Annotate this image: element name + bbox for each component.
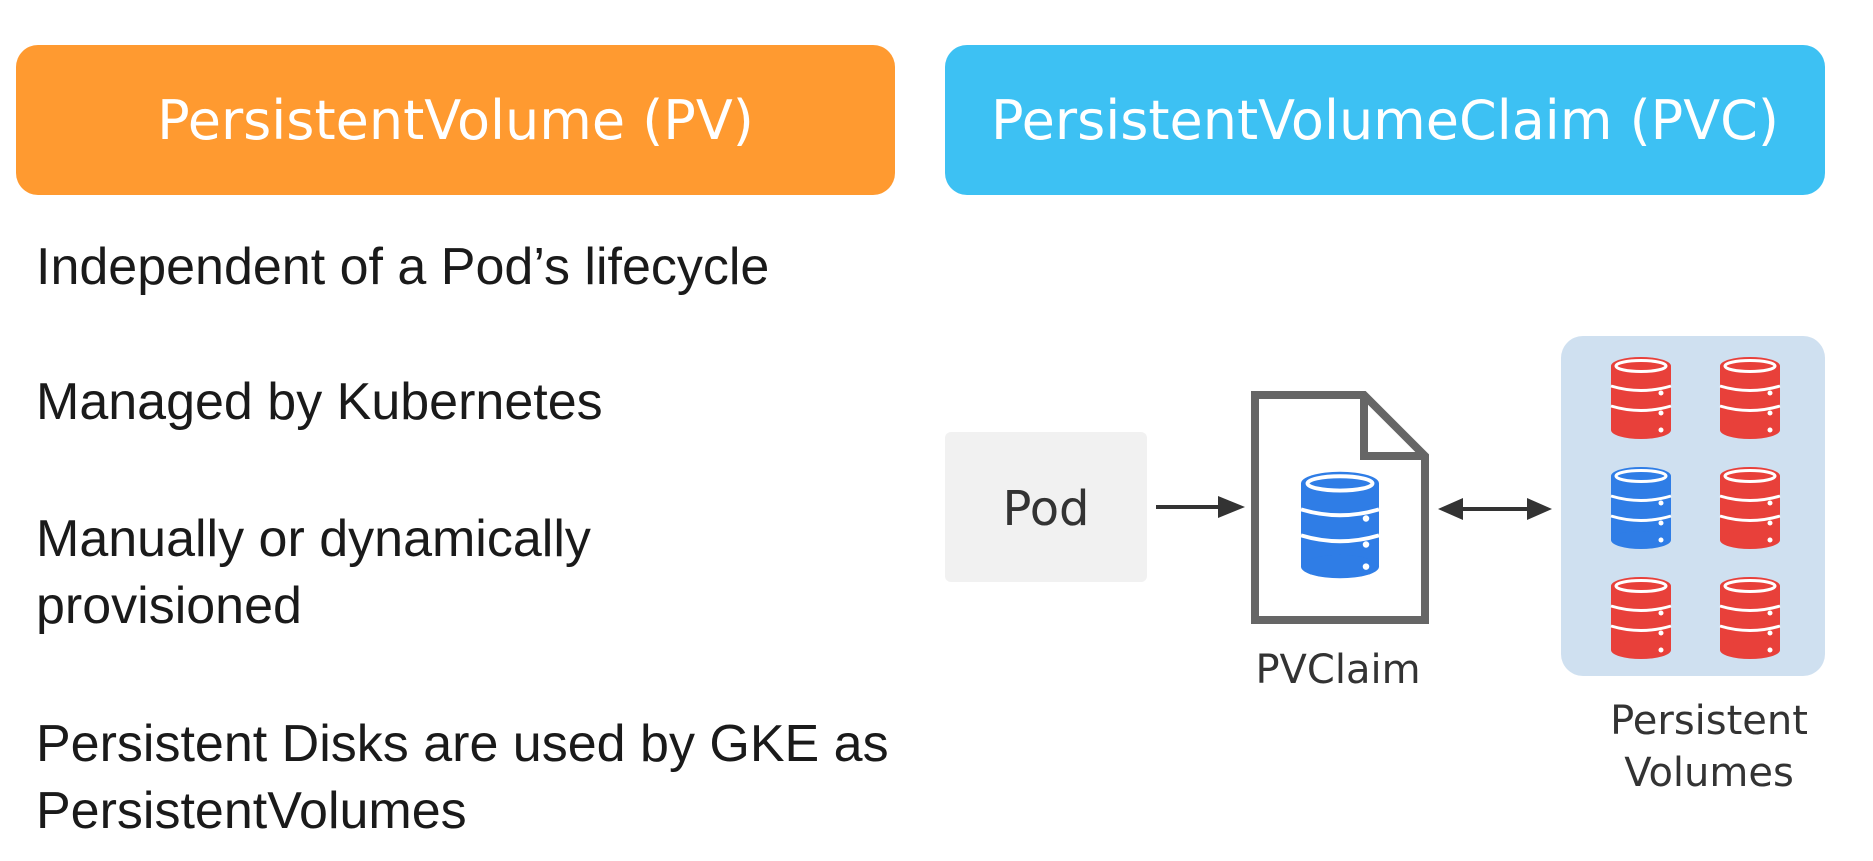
arrow-right-icon: [1156, 496, 1245, 518]
bullet-provisioned: Manually or dynamically provisioned: [36, 510, 591, 635]
persistent-volumes-panel: Persistent Volumes: [1561, 336, 1825, 796]
database-icon: [1299, 469, 1381, 581]
arrow-bidirectional-icon: [1438, 498, 1552, 520]
bullet-lifecycle: Independent of a Pod’s lifecycle: [36, 238, 770, 296]
database-icon: [1718, 465, 1782, 551]
persistent-volumes-label-line1: Persistent: [1610, 698, 1808, 744]
pvc-header-title: PersistentVolumeClaim (PVC): [991, 88, 1779, 152]
database-icon: [1609, 465, 1673, 551]
pvc-header: PersistentVolumeClaim (PVC): [945, 45, 1825, 195]
pvclaim-label: PVClaim: [1255, 647, 1420, 693]
bullet-persistent-disks: Persistent Disks are used by GKE as Pers…: [36, 715, 889, 840]
pod-label: Pod: [1002, 481, 1089, 537]
pv-header-title: PersistentVolume (PV): [157, 88, 754, 152]
pvclaim-document: PVClaim: [1251, 391, 1429, 693]
bullet-managed: Managed by Kubernetes: [36, 373, 603, 431]
pv-header: PersistentVolume (PV): [16, 45, 895, 195]
database-icon: [1718, 575, 1782, 661]
database-icon: [1718, 355, 1782, 441]
database-icon: [1609, 575, 1673, 661]
persistent-volumes-label-line2: Volumes: [1624, 750, 1794, 796]
pod-box: Pod: [945, 432, 1147, 582]
database-icon: [1609, 355, 1673, 441]
